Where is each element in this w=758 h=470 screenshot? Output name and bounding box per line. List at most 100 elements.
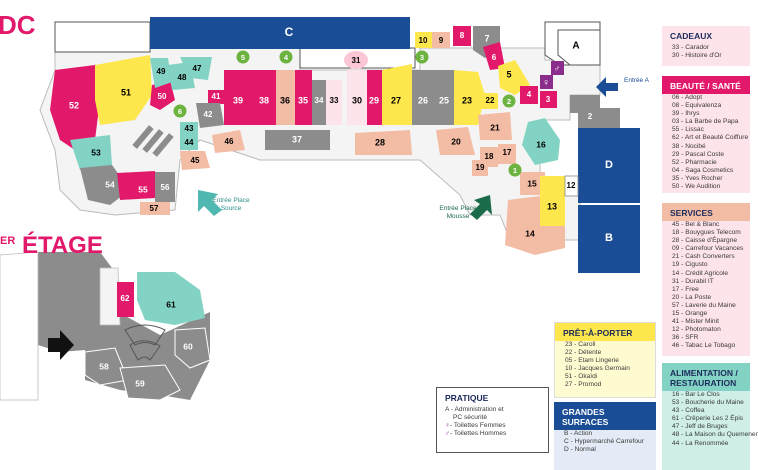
list-item: 23 - Caroll (565, 341, 596, 348)
legend-gs-title: GRANDES SURFACES (554, 402, 656, 430)
legend-beaute-title: BEAUTÉ / SANTÉ (662, 76, 750, 94)
list-item: 19 - Cigusto (672, 261, 708, 269)
store-45[interactable] (180, 151, 210, 170)
store-57[interactable] (140, 202, 170, 215)
store-4[interactable] (520, 86, 538, 104)
store-49[interactable] (150, 58, 172, 88)
walkway-stripes (132, 125, 174, 157)
store-43[interactable] (180, 122, 198, 136)
store-52[interactable] (50, 65, 100, 150)
list-item: 50 - We Audition (672, 183, 721, 191)
store-8[interactable] (453, 26, 471, 46)
list-item: 46 - Tabac Le Tobago (672, 342, 736, 350)
store-label-56: 56 (161, 183, 170, 192)
store-22[interactable] (482, 93, 498, 109)
marker-label-6: 6 (178, 107, 182, 116)
legend-grandes-surfaces: GRANDES SURFACES B - Action C - Hypermar… (554, 402, 656, 470)
list-item: 33 - Carador (672, 44, 710, 51)
store-B[interactable] (578, 205, 640, 273)
store-38[interactable] (252, 70, 276, 125)
store-label-62: 62 (121, 294, 130, 303)
store-C[interactable] (150, 17, 410, 49)
store-61[interactable] (137, 272, 205, 325)
legend-alimentation: ALIMENTATION / RESTAURATION 16 - Bar Le … (662, 363, 758, 470)
marker-label-4: 4 (284, 53, 289, 62)
legend-alimentation-title: ALIMENTATION / RESTAURATION (662, 363, 750, 391)
store-2[interactable] (570, 95, 620, 128)
store-A[interactable] (557, 29, 601, 66)
toilet-women-icon (540, 75, 553, 89)
legend-cadeaux-items: 33 - Carador 30 - Histoire d'Or (662, 44, 750, 60)
store-62[interactable] (117, 282, 134, 317)
store-33[interactable] (326, 80, 342, 125)
store-23[interactable] (454, 70, 485, 125)
store-label-12: 12 (567, 181, 576, 190)
store-9[interactable] (432, 32, 450, 48)
store-12[interactable] (564, 175, 579, 197)
store-3[interactable] (540, 91, 557, 108)
list-item: 62 - Art et Beauté Coiffure (672, 134, 749, 142)
list-item: B - Action (564, 430, 593, 437)
store-21[interactable] (478, 112, 512, 140)
store-label-59: 59 (135, 378, 145, 388)
store-10[interactable] (415, 32, 432, 48)
store-31[interactable] (344, 51, 368, 69)
store-17[interactable] (498, 144, 516, 164)
store-label-43: 43 (185, 124, 194, 133)
store-46[interactable] (212, 130, 245, 153)
store-37[interactable] (265, 130, 330, 150)
store-20[interactable] (436, 127, 475, 155)
store-D[interactable] (578, 128, 640, 203)
store-55[interactable] (117, 171, 155, 200)
men-toilet-icon: ♂ (445, 430, 450, 438)
store-label-49: 49 (157, 67, 166, 76)
list-item: 52 - Pharmacie (672, 158, 717, 166)
store-label-13: 13 (547, 201, 557, 211)
floor-title-etage-word: ÉTAGE (21, 232, 103, 259)
store-6-top[interactable] (483, 42, 505, 70)
store-19[interactable] (472, 160, 488, 176)
store-label-45: 45 (191, 156, 200, 165)
store-25[interactable] (434, 70, 454, 125)
marker-2 (502, 94, 516, 108)
store-16[interactable] (522, 118, 560, 165)
store-label-2: 2 (588, 112, 593, 121)
store-60[interactable] (174, 327, 211, 369)
entrance-a-arrow[interactable] (596, 77, 618, 97)
store-59[interactable] (119, 364, 181, 401)
store-51[interactable] (95, 55, 152, 125)
store-label-41: 41 (212, 92, 221, 101)
store-47[interactable] (180, 57, 212, 80)
store-13[interactable] (540, 176, 565, 226)
store-41[interactable] (208, 90, 224, 104)
list-item: 61 - Crêperie Les 2 Épis (672, 415, 744, 423)
store-27[interactable] (382, 64, 412, 125)
store-28[interactable] (355, 130, 412, 155)
entrance-place-source-arrow[interactable] (198, 190, 222, 216)
list-item: D - Normal (564, 446, 596, 454)
toilet-men-icon (551, 61, 564, 75)
store-58[interactable] (84, 347, 129, 386)
store-label-58: 58 (99, 361, 109, 371)
entrance-place-mousse-label: Entrée Place Mousse (439, 205, 477, 220)
store-26[interactable] (412, 70, 434, 125)
store-36[interactable] (276, 70, 295, 125)
store-label-36: 36 (280, 95, 290, 105)
store-30[interactable] (347, 70, 367, 125)
store-39[interactable] (224, 70, 252, 125)
list-item: 14 - Crédit Agricole (672, 269, 729, 277)
store-15[interactable] (520, 172, 545, 195)
store-35[interactable] (295, 70, 312, 125)
store-14[interactable] (505, 196, 565, 255)
store-53[interactable] (70, 135, 112, 170)
men-toilet-label: - Toilettes Hommes (449, 430, 507, 438)
store-34[interactable] (312, 80, 326, 125)
store-56[interactable] (155, 172, 175, 202)
store-44[interactable] (180, 136, 198, 150)
store-label-10: 10 (419, 36, 428, 45)
store-42[interactable] (196, 103, 224, 128)
store-label-4: 4 (527, 90, 532, 99)
store-29[interactable] (367, 70, 382, 125)
legend-cadeaux-title: CADEAUX (670, 31, 713, 41)
entrance-place-mousse-arrow[interactable] (470, 195, 492, 220)
